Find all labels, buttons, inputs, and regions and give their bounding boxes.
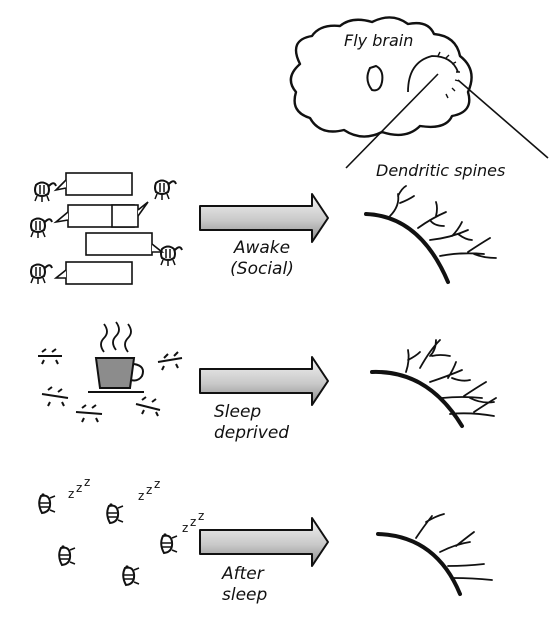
sleeping-fly-icon [160, 532, 178, 554]
speech-bubble [65, 261, 133, 285]
row-label-line1: Sleep [214, 402, 262, 422]
svg-text:z: z [182, 521, 188, 535]
fly-icon [30, 217, 53, 239]
row-label-sleep-deprived: Sleep deprived [214, 402, 289, 444]
row-label-line1: After [222, 564, 264, 584]
sleeping-fly-icon [38, 492, 56, 514]
fly-icon [157, 351, 183, 371]
sleeping-fly-icon [122, 564, 140, 586]
fly-brain [289, 16, 549, 169]
svg-text:z: z [68, 487, 74, 501]
fly-icon [41, 386, 69, 407]
svg-text:z: z [154, 477, 160, 491]
sleeping-fly-icon [106, 502, 124, 524]
steam-icon [100, 321, 132, 353]
fly-icon [75, 404, 103, 423]
fly-icon [30, 263, 53, 285]
fly-icon [135, 396, 161, 417]
arrow-sleep-deprived [199, 356, 329, 406]
fly-icon [160, 245, 183, 267]
coffee-cup-icon [94, 357, 136, 389]
svg-text:z: z [146, 483, 152, 497]
sleep-deprived-flies-group [38, 321, 183, 423]
arrow-after-sleep [199, 517, 329, 567]
svg-text:z: z [84, 475, 90, 489]
svg-text:z: z [198, 509, 204, 523]
fly-icon [154, 179, 177, 201]
sleeping-fly-icon [58, 544, 76, 566]
speech-bubble [85, 232, 153, 256]
row-label-line1: Awake [233, 238, 291, 258]
svg-text:z: z [76, 481, 82, 495]
svg-text:z: z [190, 515, 196, 529]
dendritic-spines-title: Dendritic spines [376, 161, 506, 180]
speech-bubble [65, 172, 133, 196]
fly-brain-title: Fly brain [344, 31, 414, 50]
dendritic-spines-sleep-deprived [370, 339, 497, 428]
svg-text:z: z [138, 489, 144, 503]
speech-bubble [111, 204, 139, 228]
dendritic-spines-after-sleep [376, 513, 493, 596]
arrow-awake [199, 193, 329, 243]
row-label-line2: (Social) [230, 259, 294, 279]
row-label-line2: deprived [214, 423, 290, 443]
row-label-after-sleep: After sleep [222, 564, 267, 606]
fly-icon [34, 181, 57, 203]
awake-flies-group [30, 172, 183, 285]
fly-icon [38, 348, 62, 365]
row-label-line2: sleep [222, 585, 268, 605]
row-label-awake: Awake (Social) [212, 238, 312, 280]
dendritic-spines-awake [364, 185, 497, 284]
